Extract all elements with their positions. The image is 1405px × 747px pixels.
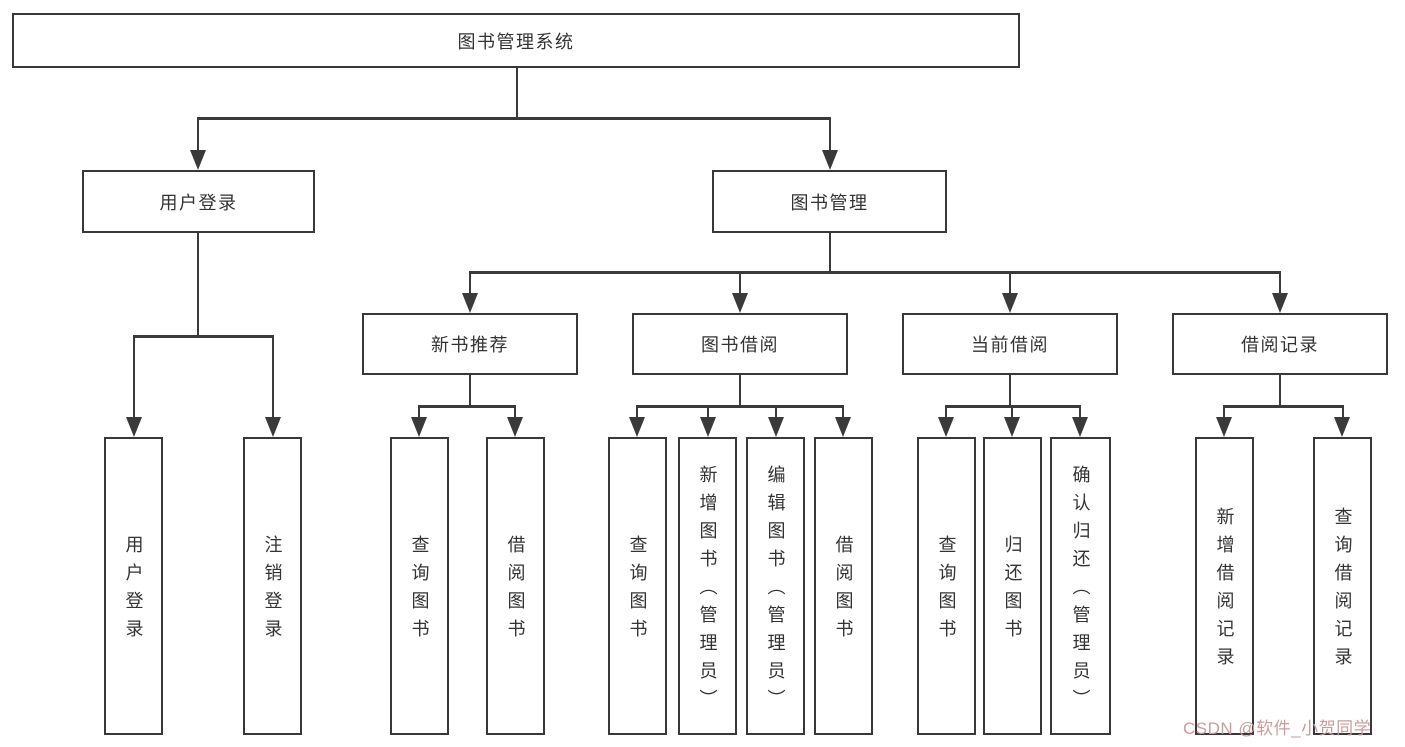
node-query-books-recommend: 查询图书	[390, 437, 449, 735]
arrow-down-icon	[938, 417, 954, 437]
connector-drop	[1008, 271, 1012, 297]
arrow-down-icon	[265, 417, 281, 437]
node-label: 新增借阅记录	[1214, 507, 1235, 675]
node-label: 新增图书（管理员）	[697, 465, 718, 717]
connector-records-stem	[1278, 375, 1282, 407]
arrow-down-icon	[126, 417, 142, 437]
node-label: 查询图书	[409, 535, 430, 647]
connector-drop	[635, 405, 639, 420]
connector-drop	[271, 335, 275, 421]
connector-recommend-stem	[468, 375, 472, 407]
connector-drop	[417, 405, 421, 420]
node-add-book-admin: 新增图书（管理员）	[678, 437, 737, 735]
connector-user-login-stem	[196, 233, 200, 337]
connector-drop	[513, 405, 517, 420]
connector-drop	[706, 405, 710, 420]
connector-recommend-bar	[417, 405, 517, 408]
arrow-down-icon	[1334, 417, 1350, 437]
arrow-down-icon	[1004, 417, 1020, 437]
arrow-down-icon	[1272, 293, 1288, 313]
connector-drop	[841, 405, 845, 420]
node-label: 图书管理	[790, 192, 869, 213]
node-label: 确认归还（管理员）	[1070, 465, 1091, 717]
node-label: 查询借阅记录	[1332, 507, 1353, 675]
node-user-login: 用户登录	[82, 170, 315, 233]
arrow-down-icon	[822, 150, 838, 170]
node-library-system: 图书管理系统	[12, 13, 1020, 68]
node-label: 用户登录	[159, 192, 238, 213]
node-book-management: 图书管理	[712, 170, 947, 233]
node-label: 借阅记录	[1241, 335, 1319, 355]
arrow-down-icon	[507, 417, 523, 437]
node-book-borrow: 图书借阅	[632, 313, 848, 375]
connector-current-stem	[1008, 375, 1012, 407]
node-add-borrow-record: 新增借阅记录	[1195, 437, 1254, 735]
node-label: 用户登录	[123, 535, 144, 647]
node-query-borrow-record: 查询借阅记录	[1313, 437, 1372, 735]
node-label: 编辑图书（管理员）	[765, 465, 786, 717]
node-label: 图书管理系统	[457, 31, 575, 52]
node-label: 借阅图书	[505, 535, 526, 647]
node-label: 注销登录	[262, 535, 283, 647]
arrow-down-icon	[1002, 293, 1018, 313]
node-borrow-books-recommend: 借阅图书	[486, 437, 545, 735]
node-borrow-records: 借阅记录	[1172, 313, 1388, 375]
connector-drop	[1278, 271, 1282, 297]
node-label: 图书借阅	[701, 335, 779, 355]
node-borrow-books: 借阅图书	[814, 437, 873, 735]
connector-root-stem	[515, 68, 519, 119]
arrow-down-icon	[835, 417, 851, 437]
node-label: 借阅图书	[833, 535, 854, 647]
connector-records-bar	[1222, 405, 1345, 408]
connector-drop	[132, 335, 136, 421]
node-label: 归还图书	[1002, 535, 1023, 647]
node-return-books: 归还图书	[983, 437, 1042, 735]
node-new-book-recommend: 新书推荐	[362, 313, 578, 375]
arrow-down-icon	[411, 417, 427, 437]
arrow-down-icon	[1072, 417, 1088, 437]
connector-borrow-stem	[738, 375, 742, 407]
arrow-down-icon	[768, 417, 784, 437]
arrow-down-icon	[190, 150, 206, 170]
connector-drop	[1222, 405, 1226, 420]
connector-drop	[828, 117, 832, 154]
arrow-down-icon	[1216, 417, 1232, 437]
node-label: 当前借阅	[971, 335, 1049, 355]
csdn-watermark: CSDN @软件_小贺同学	[1183, 719, 1372, 738]
connector-drop	[196, 117, 200, 154]
node-label: 查询图书	[627, 535, 648, 647]
arrow-down-icon	[700, 417, 716, 437]
connector-level3-bar	[468, 271, 1282, 274]
connector-drop	[468, 271, 472, 297]
node-query-books-current: 查询图书	[917, 437, 976, 735]
connector-drop	[774, 405, 778, 420]
connector-book-mgmt-stem	[828, 233, 832, 273]
node-label: 查询图书	[936, 535, 957, 647]
connector-drop	[944, 405, 948, 420]
connector-drop	[1341, 405, 1345, 420]
connector-drop	[1010, 405, 1014, 420]
connector-drop	[738, 271, 742, 297]
connector-user-login-bar	[132, 335, 275, 338]
arrow-down-icon	[462, 293, 478, 313]
node-logout-action: 注销登录	[243, 437, 302, 735]
arrow-down-icon	[732, 293, 748, 313]
node-query-books-borrow: 查询图书	[608, 437, 667, 735]
connector-level1-bar	[196, 117, 832, 120]
connector-drop	[1078, 405, 1082, 420]
node-user-login-action: 用户登录	[104, 437, 163, 735]
node-label: 新书推荐	[431, 335, 509, 355]
arrow-down-icon	[629, 417, 645, 437]
node-current-borrow: 当前借阅	[902, 313, 1118, 375]
node-edit-book-admin: 编辑图书（管理员）	[746, 437, 805, 735]
node-confirm-return-admin: 确认归还（管理员）	[1050, 437, 1111, 735]
connector-borrow-bar	[635, 405, 845, 408]
